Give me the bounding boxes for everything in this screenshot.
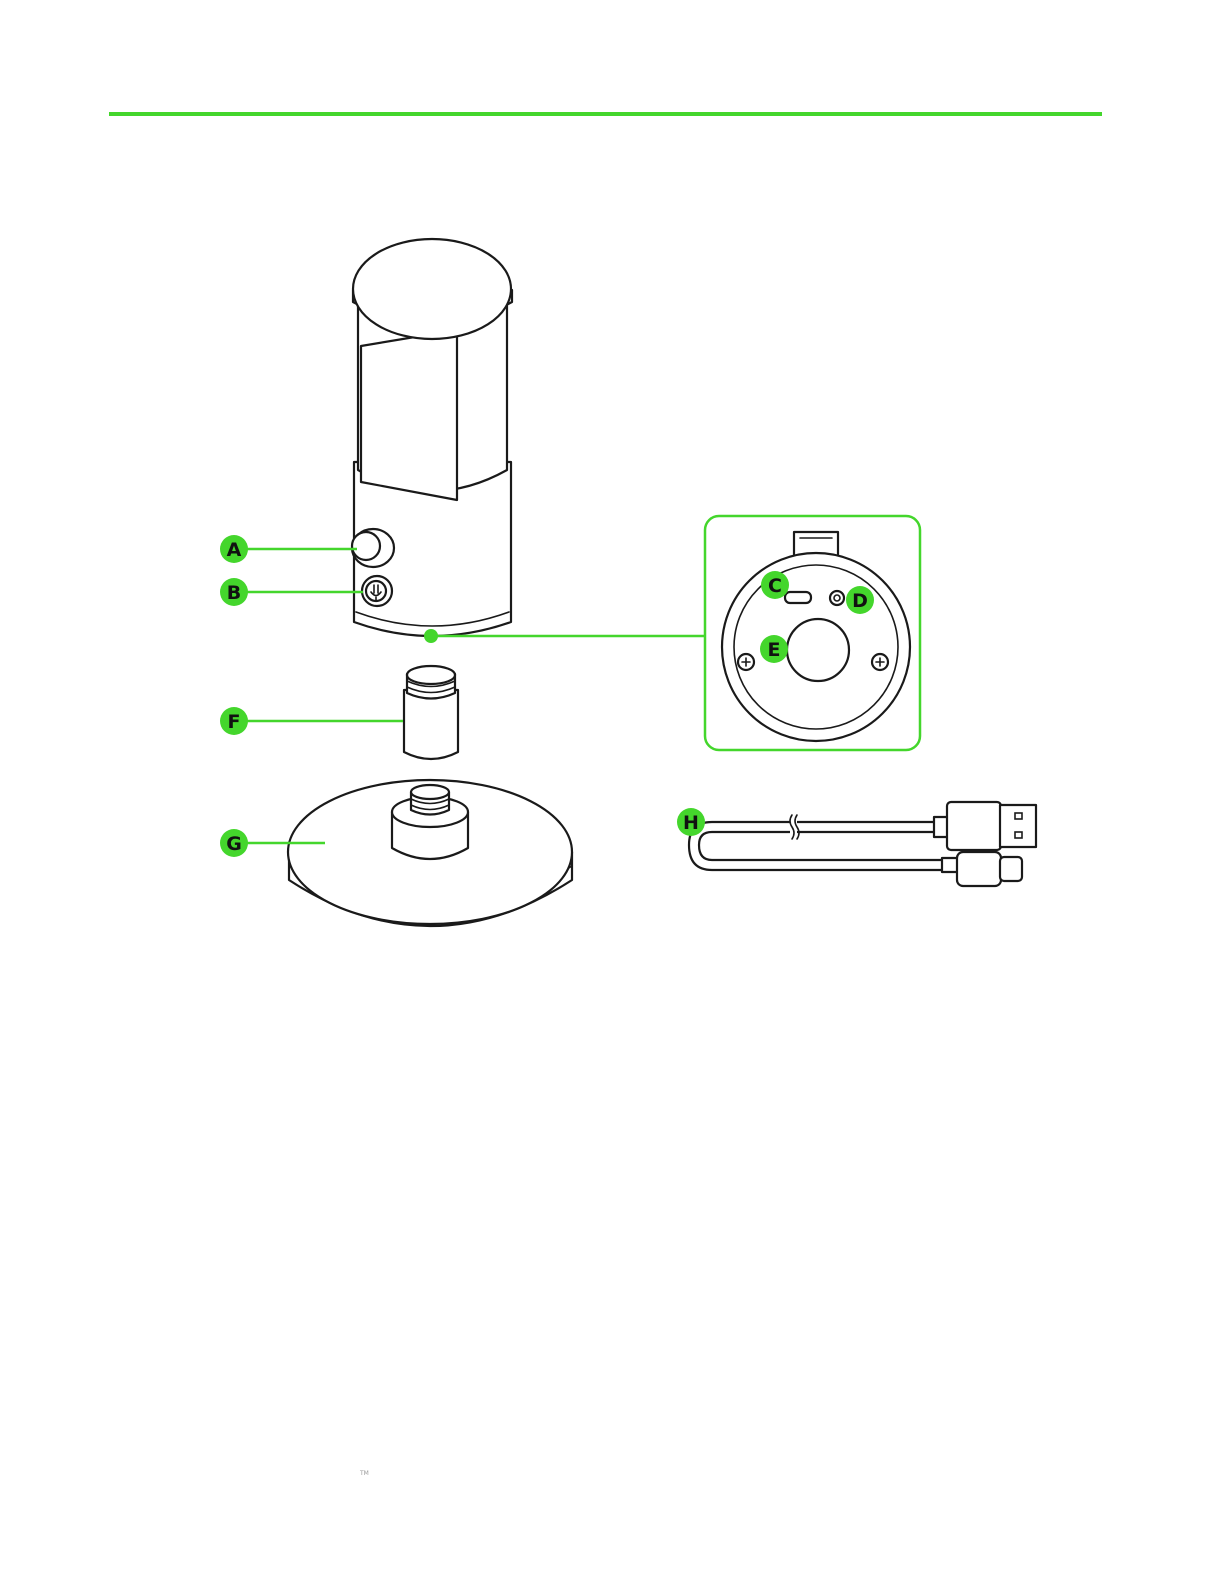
svg-text:A: A [227, 539, 242, 561]
gain-knob[interactable] [352, 529, 394, 567]
label-f: F [220, 707, 403, 735]
stand-base [288, 780, 572, 926]
svg-text:C: C [768, 575, 782, 597]
usb-c-connector [942, 852, 1022, 886]
label-b: B [220, 578, 363, 606]
trademark-mark: TM [360, 1470, 369, 1477]
bottom-view-inset [705, 516, 920, 750]
usb-cable [689, 802, 1036, 886]
mute-button[interactable] [362, 576, 392, 606]
label-e: E [760, 635, 788, 663]
label-d: D [846, 586, 874, 614]
screw-right [872, 654, 888, 670]
usb-c-port [785, 592, 811, 603]
svg-text:D: D [852, 590, 868, 612]
label-c: C [761, 571, 789, 599]
headphone-jack [830, 591, 844, 605]
mount-socket [787, 619, 849, 681]
microphone-body [352, 239, 512, 636]
screw-left [738, 654, 754, 670]
svg-text:B: B [227, 582, 241, 604]
svg-text:F: F [228, 711, 241, 733]
svg-text:H: H [683, 812, 699, 834]
label-a: A [220, 535, 357, 563]
usb-a-connector [934, 802, 1036, 850]
svg-text:G: G [226, 833, 242, 855]
svg-text:E: E [768, 639, 781, 661]
stand-adapter [404, 666, 458, 759]
label-h: H [677, 808, 705, 836]
